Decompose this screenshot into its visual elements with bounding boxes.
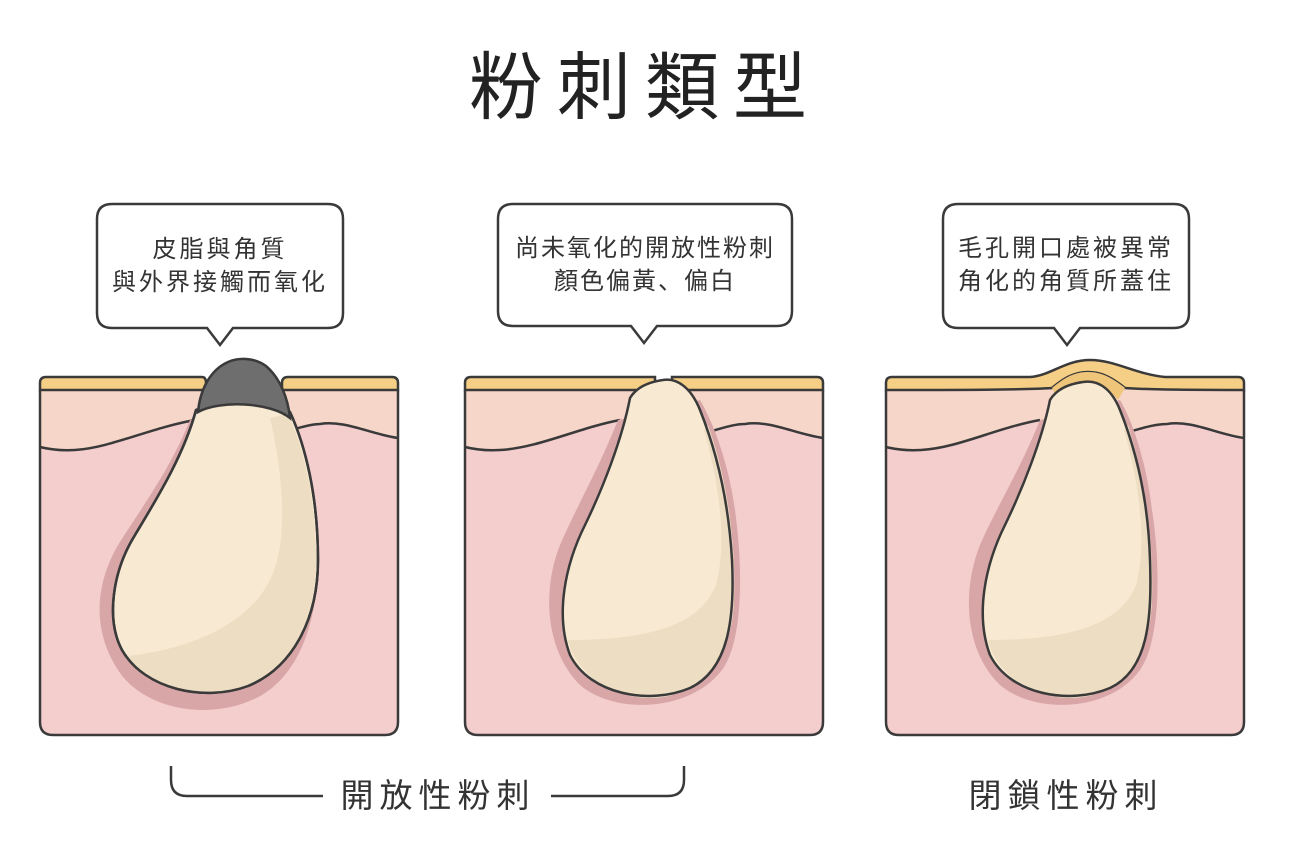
bubble-2-line-1: 尚未氧化的開放性粉刺 [515, 234, 775, 262]
skin-surface-left [463, 375, 657, 392]
epidermis-border [464, 418, 824, 452]
bubble-3-line-1: 毛孔開口處被異常 [958, 234, 1174, 262]
closed-comedone-panel [884, 358, 1246, 737]
speech-bubble-1 [95, 202, 345, 348]
panel-outline [884, 390, 1246, 737]
sebum-plug-outline [981, 380, 1152, 698]
page-title: 粉刺類型 [469, 45, 821, 131]
speech-bubble-2 [496, 202, 794, 346]
open-group-bracket-left [169, 766, 323, 798]
panel-outline [463, 390, 825, 737]
epidermis-border [39, 418, 399, 452]
bubble-2-line-2: 顏色偏黃、偏白 [554, 267, 736, 295]
bubble-3-text: 毛孔開口處被異常 角化的角質所蓋住 [943, 232, 1189, 298]
bubble-1-text: 皮脂與角質 與外界接觸而氧化 [97, 233, 343, 299]
skin-surface-left [38, 375, 208, 392]
oxidized-blackhead [196, 357, 292, 421]
sebum-shade [128, 414, 316, 694]
bubble-3-line-2: 角化的角質所蓋住 [958, 267, 1174, 295]
bubble-1-line-2: 與外界接觸而氧化 [112, 268, 328, 296]
sebum-shade [988, 425, 1153, 698]
closed-comedone-label: 閉鎖性粉刺 [968, 776, 1164, 815]
skin-surface-right [280, 375, 400, 392]
epidermis-border [885, 418, 1245, 452]
bubble-1-line-1: 皮脂與角質 [152, 235, 288, 263]
open-group-bracket-right [551, 766, 686, 798]
bubble-2-text: 尚未氧化的開放性粉刺 顏色偏黃、偏白 [498, 232, 792, 298]
open-comedone-unoxidized-panel [463, 375, 825, 737]
skin-surface-right [670, 375, 825, 392]
panel-outline [38, 390, 400, 737]
sebum-shade [568, 425, 735, 698]
speech-bubble-3 [941, 202, 1191, 348]
open-comedone-label: 開放性粉刺 [340, 776, 536, 815]
open-comedone-panel [38, 357, 400, 737]
sebum-plug-outline [111, 409, 320, 695]
keratin-cap [1052, 372, 1125, 400]
sebum-plug-outline [561, 378, 734, 698]
